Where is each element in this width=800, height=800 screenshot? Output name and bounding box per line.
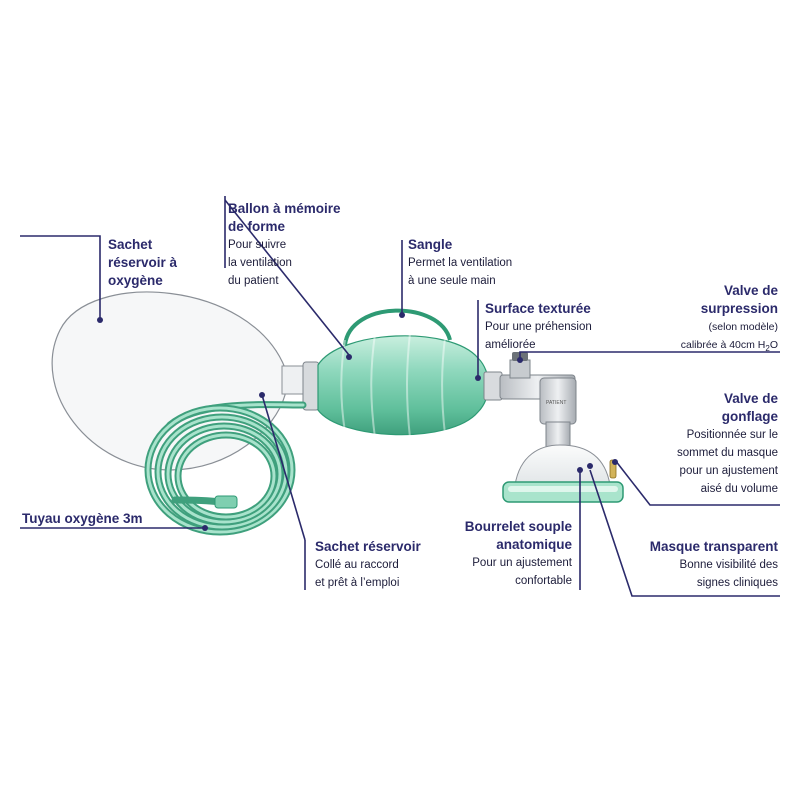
- label-title: Bourrelet souple anatomique: [464, 519, 572, 552]
- label-title: Ballon à mémoire de forme: [228, 201, 341, 234]
- leader-lines: [20, 196, 780, 597]
- reservoir-connector: [281, 365, 305, 395]
- label-surface: Surface texturée Pour une préhension amé…: [485, 300, 592, 354]
- strap: [343, 308, 452, 346]
- label-title: Surface texturée: [485, 301, 591, 316]
- label-valve-gonflage: Valve de gonflage Positionnée sur le som…: [578, 390, 778, 498]
- label-desc: (selon modèle): [708, 321, 778, 333]
- label-desc: Positionnée sur le sommet du masque pour…: [677, 429, 778, 495]
- label-sangle: Sangle Permet la ventilation à une seule…: [408, 236, 512, 290]
- label-title: Valve de gonflage: [721, 391, 778, 424]
- label-desc: Pour un ajustement confortable: [472, 557, 572, 587]
- bag-outlet: [483, 371, 503, 401]
- label-sachet-reservoir: Sachet réservoir Collé au raccord et prê…: [315, 538, 421, 592]
- label-sachet-reservoir-oxygene: Sachet réservoir à oxygène: [108, 236, 177, 290]
- bag-ribs: [340, 332, 446, 439]
- label-title: Tuyau oxygène 3m: [22, 511, 143, 526]
- valve-marking: PATIENT: [546, 400, 566, 406]
- label-title: Sachet réservoir à oxygène: [108, 237, 178, 288]
- label-desc-calibration: calibrée à 40cm H2O: [680, 339, 778, 354]
- label-bourrelet: Bourrelet souple anatomique Pour un ajus…: [440, 518, 572, 590]
- label-title: Valve de surpression: [700, 283, 778, 316]
- label-valve-surpression: Valve de surpression (selon modèle) cali…: [578, 282, 778, 358]
- valve-assembly: PATIENT: [499, 352, 577, 453]
- leader-dots: [97, 312, 618, 531]
- label-desc: Permet la ventilation à une seule main: [408, 257, 513, 287]
- label-tuyau: Tuyau oxygène 3m: [22, 510, 143, 528]
- label-desc: Bonne visibilité des signes cliniques: [679, 559, 778, 589]
- label-masque: Masque transparent Bonne visibilité des …: [578, 538, 778, 592]
- label-title: Sachet réservoir: [315, 539, 421, 554]
- oxygen-tube-coil: [144, 401, 307, 536]
- label-title: Sangle: [408, 237, 453, 252]
- label-desc: Pour une préhension améliorée: [485, 321, 592, 351]
- label-ballon: Ballon à mémoire de forme Pour suivre la…: [228, 200, 341, 290]
- label-title: Masque transparent: [649, 539, 778, 554]
- label-desc: Collé au raccord et prêt à l’emploi: [315, 559, 400, 589]
- label-desc: Pour suivre la ventilation du patient: [228, 239, 292, 287]
- face-mask: [502, 444, 624, 503]
